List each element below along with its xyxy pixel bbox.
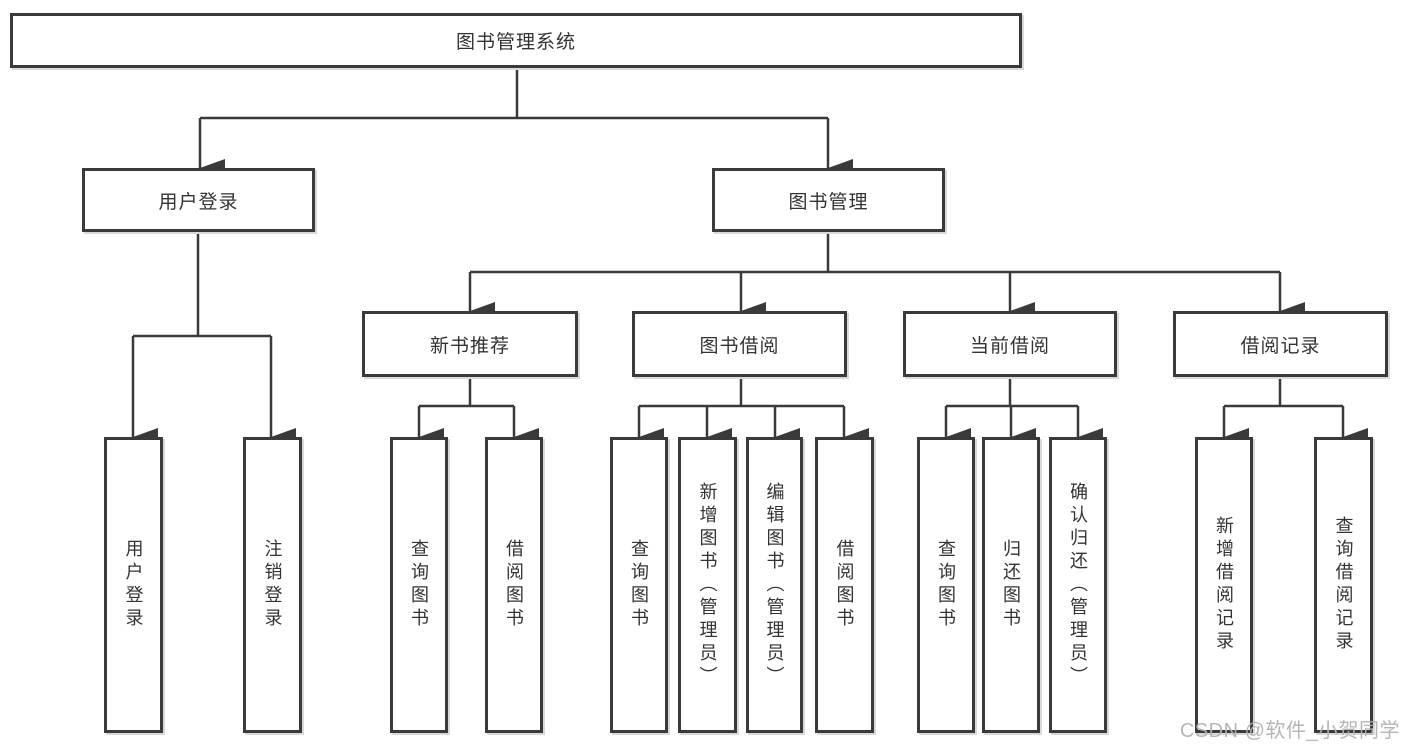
leaf-borrow-books-recommend: 借阅图书: [485, 437, 543, 733]
node-root-label: 图书管理系统: [455, 32, 576, 53]
leaf-confirm-return-admin-label: 确认归还（管理员）: [1068, 481, 1088, 689]
leaf-query-books-recommend: 查询图书: [390, 437, 448, 733]
node-book-management-label: 图书管理: [788, 191, 869, 213]
leaf-borrow-books-recommend-label: 借阅图书: [504, 539, 524, 631]
leaf-return-books-label: 归还图书: [1001, 539, 1021, 631]
leaf-logout-label: 注销登录: [262, 539, 283, 631]
leaf-query-books-current-label: 查询图书: [936, 539, 956, 631]
leaf-query-books-recommend-label: 查询图书: [409, 539, 429, 631]
leaf-return-books: 归还图书: [982, 437, 1040, 733]
node-new-book-recommend-label: 新书推荐: [429, 335, 510, 357]
node-book-management: 图书管理: [712, 168, 945, 232]
node-borrowing-records: 借阅记录: [1173, 311, 1388, 377]
node-root-system: 图书管理系统: [10, 13, 1022, 68]
leaf-query-books-borrowing-label: 查询图书: [629, 539, 649, 631]
leaf-add-books-admin: 新增图书（管理员）: [678, 437, 737, 733]
leaf-edit-books-admin: 编辑图书（管理员）: [746, 437, 803, 733]
leaf-user-login: 用户登录: [104, 437, 163, 733]
leaf-query-borrow-record-label: 查询借阅记录: [1333, 516, 1354, 654]
leaf-logout: 注销登录: [243, 437, 302, 733]
node-new-book-recommend: 新书推荐: [362, 311, 578, 377]
leaf-query-books-current: 查询图书: [917, 437, 975, 733]
leaf-confirm-return-admin: 确认归还（管理员）: [1049, 437, 1107, 733]
leaf-add-borrow-record-label: 新增借阅记录: [1214, 516, 1234, 654]
leaf-query-books-borrowing: 查询图书: [610, 437, 668, 733]
node-current-borrowing-label: 当前借阅: [969, 335, 1050, 357]
node-user-login-label: 用户登录: [158, 191, 239, 213]
leaf-query-borrow-record: 查询借阅记录: [1314, 437, 1373, 733]
leaf-borrow-books-label: 借阅图书: [834, 539, 855, 631]
leaf-add-borrow-record: 新增借阅记录: [1195, 437, 1253, 733]
node-book-borrowing: 图书借阅: [632, 311, 847, 377]
csdn-watermark: CSDN @软件_小贺同学: [1179, 720, 1400, 742]
node-current-borrowing: 当前借阅: [903, 311, 1117, 377]
node-user-login: 用户登录: [82, 168, 315, 232]
connector-arrows: [131, 118, 1368, 446]
leaf-add-books-admin-label: 新增图书（管理员）: [697, 481, 718, 689]
node-book-borrowing-label: 图书借阅: [699, 335, 780, 357]
node-borrowing-records-label: 借阅记录: [1240, 335, 1321, 357]
connector-skeleton: [133, 68, 1343, 408]
leaf-edit-books-admin-label: 编辑图书（管理员）: [764, 481, 785, 689]
leaf-user-login-label: 用户登录: [123, 539, 144, 631]
leaf-borrow-books: 借阅图书: [815, 437, 874, 733]
